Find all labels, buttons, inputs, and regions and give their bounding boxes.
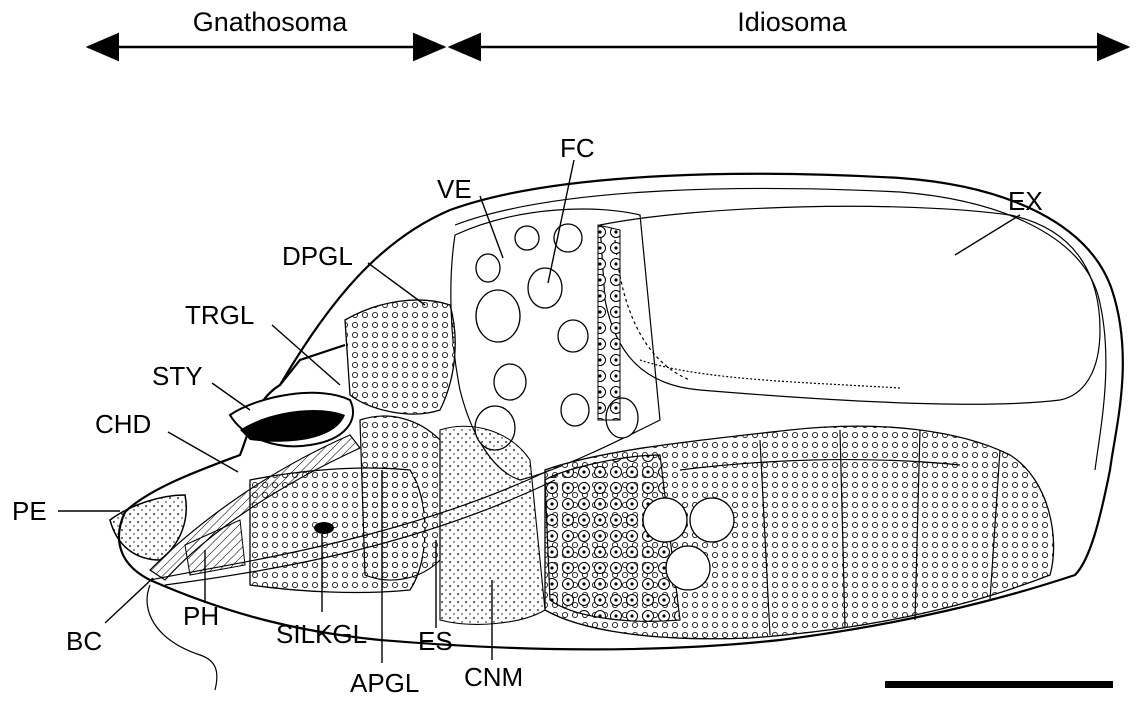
gnathosoma-label: Gnathosoma	[193, 7, 349, 37]
label-sty: STY	[152, 361, 203, 391]
label-ex: EX	[1008, 186, 1043, 216]
idiosoma-label: Idiosoma	[737, 7, 848, 37]
label-es: ES	[418, 626, 453, 656]
label-cnm: CNM	[464, 662, 523, 692]
label-chd: CHD	[95, 409, 151, 439]
label-silkgl: SILKGL	[276, 619, 367, 649]
label-dpgl: DPGL	[282, 241, 353, 271]
excretory-organ	[598, 206, 1100, 420]
scale-bar	[885, 681, 1113, 688]
label-ve: VE	[437, 174, 472, 204]
label-pe: PE	[12, 496, 47, 526]
idiosoma-header: Idiosoma	[450, 7, 1128, 47]
label-trgl: TRGL	[185, 300, 254, 330]
gnathosoma-header: Gnathosoma	[88, 7, 444, 47]
label-bc: BC	[66, 626, 102, 656]
label-fc: FC	[560, 133, 595, 163]
midgut-cells	[545, 426, 1054, 639]
label-ph: PH	[183, 601, 219, 631]
label-apgl: APGL	[350, 668, 419, 698]
